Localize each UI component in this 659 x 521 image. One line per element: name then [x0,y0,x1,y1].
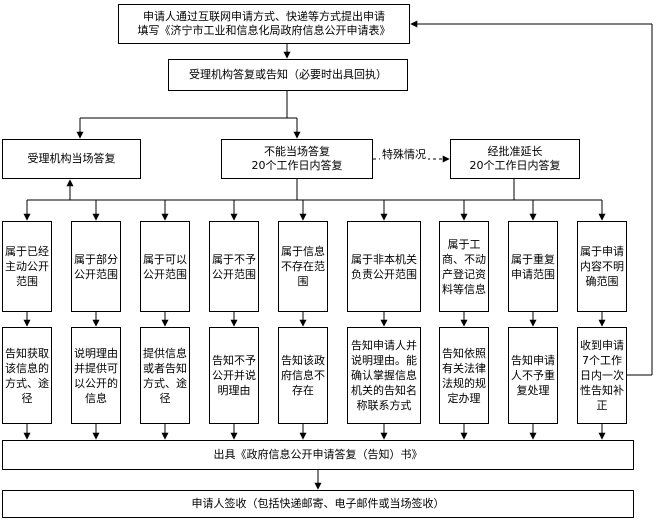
category-label-2: 属于部分公开范围 [74,252,118,281]
category-box-2: 属于部分公开范围 [71,221,121,312]
action-box-6: 告知申请人并说明理由。能确认掌握信息机关的告知名称联系方式 [347,327,421,424]
application-line-2: 填写《济宁市工业和信息化局政府信息公开申请表》 [137,24,391,37]
acceptance-text: 受理机构答复或告知（必要时出具回执） [189,68,387,81]
category-label-6: 属于非本机关负责公开范围 [351,252,417,281]
category-box-4: 属于不予公开范围 [209,221,259,312]
reply-document-box: 出具《政府信息公开申请答复（告知）书》 [2,440,634,470]
extension-box: 经批准延长 20个工作日内答复 [450,139,580,179]
special-case-label: 特殊情况 [380,146,428,162]
action-text-2: 说明理由并提供可以公开的信息 [74,346,118,405]
category-label-1: 属于已经主动公开范围 [5,245,49,288]
action-text-1: 告知获取该信息的方式、途径 [5,346,49,405]
category-label-7: 属于工商、不动产登记资料等信息 [442,237,486,296]
action-text-6: 告知申请人并说明理由。能确认掌握信息机关的告知名称联系方式 [351,339,417,412]
action-box-4: 告知不予公开并说明理由 [209,327,259,424]
extension-line-1: 经批准延长 [487,145,543,158]
onsite-reply-text: 受理机构当场答复 [27,152,116,165]
action-box-3: 提供信息或者告知方式、途径 [140,327,190,424]
category-box-7: 属于工商、不动产登记资料等信息 [439,221,489,312]
action-box-1: 告知获取该信息的方式、途径 [2,327,52,424]
category-box-1: 属于已经主动公开范围 [2,221,52,312]
category-label-5: 属于信息不存在范围 [281,245,325,288]
extension-line-2: 20个工作日内答复 [469,159,561,172]
not-onsite-box: 不能当场答复 20个工作日内答复 [221,139,373,179]
action-text-4: 告知不予公开并说明理由 [212,354,256,397]
category-label-4: 属于不予公开范围 [212,252,256,281]
category-box-9: 属于申请内容不明确范围 [577,221,627,312]
sign-receipt-box: 申请人签收（包括快递邮寄、电子邮件或当场签收） [2,490,634,518]
category-label-9: 属于申请内容不明确范围 [580,245,624,288]
not-onsite-line-2: 20个工作日内答复 [251,159,343,172]
not-onsite-line-1: 不能当场答复 [264,145,330,158]
category-box-3: 属于可以公开范围 [140,221,190,312]
action-box-9: 收到申请7个工作日内一次性告知补正 [577,327,627,424]
action-box-5: 告知该政府信息不存在 [278,327,328,424]
action-box-8: 告知申请人不予重复处理 [508,327,558,424]
action-text-9: 收到申请7个工作日内一次性告知补正 [580,339,624,412]
onsite-reply-box: 受理机构当场答复 [2,139,141,179]
action-text-8: 告知申请人不予重复处理 [511,354,555,397]
action-box-7: 告知依照有关法律法规的规定办理 [439,327,489,424]
action-box-2: 说明理由并提供可以公开的信息 [71,327,121,424]
application-box: 申请人通过互联网申请方式、快递等方式提出申请 填写《济宁市工业和信息化局政府信息… [118,4,410,44]
category-label-3: 属于可以公开范围 [143,252,187,281]
action-text-5: 告知该政府信息不存在 [281,354,325,397]
acceptance-box: 受理机构答复或告知（必要时出具回执） [168,59,408,91]
application-line-1: 申请人通过互联网申请方式、快递等方式提出申请 [143,10,385,23]
category-box-8: 属于重复申请范围 [508,221,558,312]
category-box-6: 属于非本机关负责公开范围 [347,221,421,312]
reply-document-text: 出具《政府信息公开申请答复（告知）书》 [213,448,423,461]
action-text-3: 提供信息或者告知方式、途径 [143,346,187,405]
category-label-8: 属于重复申请范围 [511,252,555,281]
action-text-7: 告知依照有关法律法规的规定办理 [442,346,486,405]
category-box-5: 属于信息不存在范围 [278,221,328,312]
sign-receipt-text: 申请人签收（包括快递邮寄、电子邮件或当场签收） [191,497,445,510]
